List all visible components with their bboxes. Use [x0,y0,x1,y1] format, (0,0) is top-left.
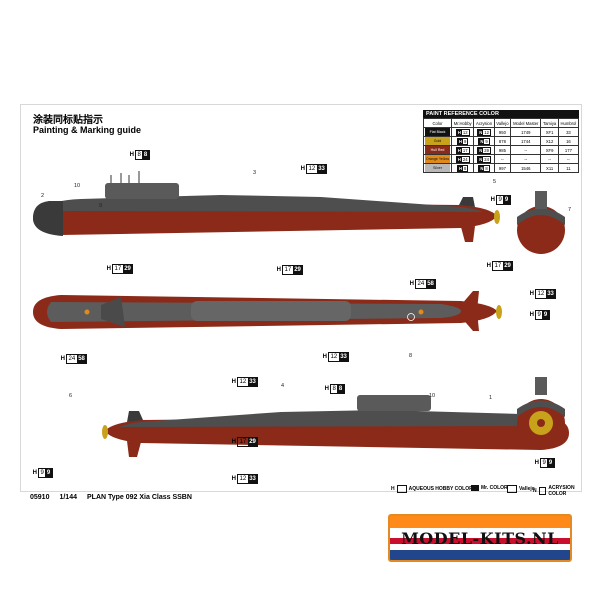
guide-title-chinese: 涂装同标贴指示 [33,115,103,126]
tail-fin-upper-1 [459,197,475,207]
logo-stripe-orange [390,516,570,528]
tail-fin-lower-1 [461,226,475,242]
part-number: 10 [429,393,436,399]
paint-table-title: PAINT REFERENCE COLOR [423,110,579,118]
sail-side-2 [357,395,431,411]
part-number: 6 [69,393,73,399]
paint-tamiya-code: X11 [540,163,559,173]
paint-reference-table: PAINT REFERENCE COLOR Color Mr.Hobby Acr… [423,110,580,173]
bow-side-1 [33,201,63,236]
top-view [33,291,502,331]
legend-vallejo: Vallejo [507,485,535,493]
sail-side-1 [105,183,179,199]
model-kits-logo[interactable]: MODEL-KITS.NL [388,514,572,562]
part-number: 1 [489,395,493,401]
part-number: 8 [409,353,413,359]
side-view-bottom [102,395,569,457]
part-number: 3 [253,170,257,176]
paint-vallejo-code: 997 [493,163,512,173]
top-fins-1 [101,297,125,327]
paint-humbrol-code: 11 [557,163,580,173]
legend-mr-color: Mr. COLOR [471,485,508,491]
part-number: 9 [99,203,103,209]
propeller-side-1 [494,210,500,224]
kit-code: 05910 [30,494,50,501]
paint-table-header-row: Color Mr.Hobby Acrysion Vallejo Model Ma… [423,118,580,128]
submarine-drawings [33,171,569,457]
painting-guide-sheet: 涂装同标贴指示 Painting & Marking guide PAINT R… [20,104,582,497]
guide-title-english: Painting & Marking guide [33,125,142,135]
deck-side-2 [119,410,565,427]
logo-stripe-white-2 [390,544,570,550]
part-number: 5 [493,179,497,185]
part-number: 7 [568,207,572,213]
logo-stripe-red [390,538,570,544]
kit-name: PLAN Type 092 Xia Class SSBN [87,494,192,501]
logo-text: MODEL-KITS.NL [401,529,559,548]
kit-caption: 05910 1/144 PLAN Type 092 Xia Class SSBN [30,494,192,501]
front-view-top [517,191,565,254]
side-view-top [33,171,500,242]
part-number: 10 [74,183,81,189]
part-number: 4 [281,383,285,389]
rear-view [517,377,565,447]
missile-hatch-area [191,301,351,321]
part-number: 2 [41,193,45,199]
logo-stripe-white-1 [390,528,570,538]
deck-side-1 [37,195,483,212]
kit-scale: 1/144 [59,494,77,501]
logo-stripe-blue [390,550,570,560]
